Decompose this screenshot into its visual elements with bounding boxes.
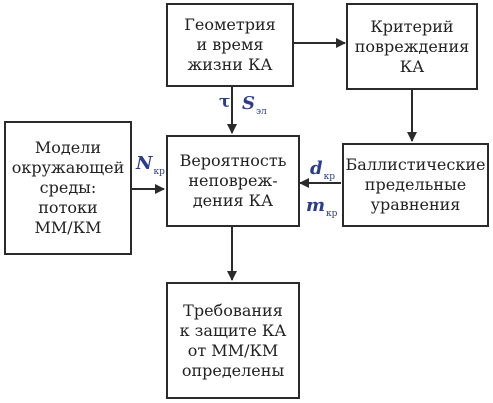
label-d-kr-subscript: кр — [323, 172, 335, 182]
label-s-el: Sэл — [242, 93, 267, 117]
label-tau-symbol: τ — [219, 92, 231, 112]
label-m-kr: mкр — [306, 195, 337, 219]
label-m-kr-symbol: m — [306, 195, 326, 216]
label-n-kr-subscript: кр — [153, 167, 165, 177]
label-d-kr: dкр — [310, 158, 335, 182]
node-survival-probability: Вероятность неповреж- дения КА — [166, 135, 300, 227]
node-environment-models-text: Модели окружающей среды: потоки ММ/КМ — [11, 138, 125, 237]
label-n-kr-symbol: N — [136, 153, 153, 174]
node-protection-requirements-text: Требования к защите КА от ММ/КМ определе… — [179, 300, 287, 380]
node-damage-criterion: Критерий повреждения КА — [346, 3, 478, 90]
node-geometry-lifetime-text: Геометрия и время жизни КА — [184, 15, 276, 74]
node-survival-probability-text: Вероятность неповреж- дения КА — [179, 151, 287, 210]
node-geometry-lifetime: Геометрия и время жизни КА — [166, 3, 294, 87]
label-n-kr: Nкр — [136, 153, 165, 177]
node-damage-criterion-text: Критерий повреждения КА — [354, 16, 470, 76]
label-tau: τ — [219, 92, 230, 112]
node-ballistic-equations-text: Баллистические предельные уравнения — [345, 155, 486, 214]
label-s-el-symbol: S — [242, 93, 255, 114]
node-ballistic-equations: Баллистические предельные уравнения — [342, 143, 489, 227]
node-protection-requirements: Требования к защите КА от ММ/КМ определе… — [166, 282, 300, 399]
label-m-kr-subscript: кр — [326, 209, 338, 219]
label-s-el-subscript: эл — [256, 107, 267, 117]
node-environment-models: Модели окружающей среды: потоки ММ/КМ — [4, 121, 132, 255]
label-d-kr-symbol: d — [310, 158, 323, 179]
